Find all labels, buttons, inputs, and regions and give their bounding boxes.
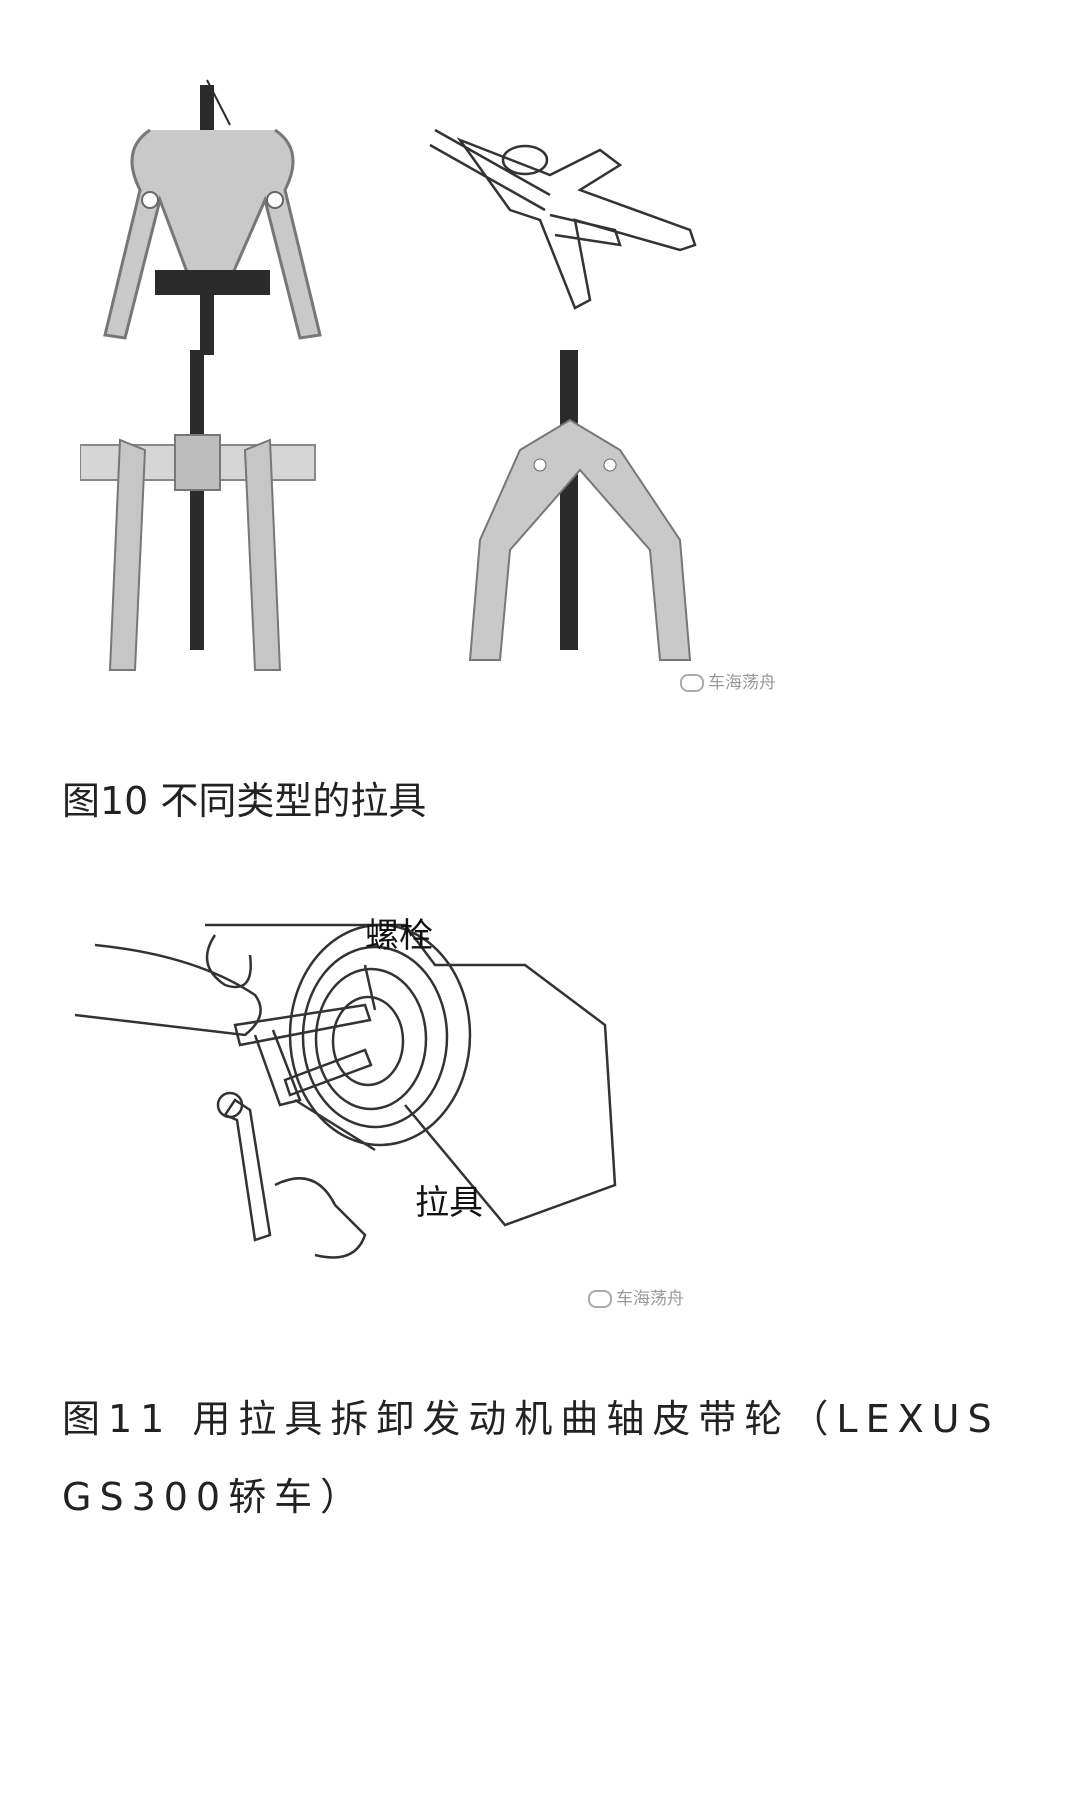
- watermark-text: 车海荡舟: [616, 1289, 684, 1309]
- pullers-figure: [80, 79, 697, 671]
- three-jaw-puller-image: [468, 350, 692, 661]
- two-jaw-puller-image: [103, 79, 322, 355]
- crossbar-puller-image: [80, 350, 316, 671]
- wechat-icon: [588, 1290, 612, 1308]
- line-drawing-puller-image: [429, 128, 697, 310]
- bolt-label: 螺栓: [365, 916, 433, 956]
- figure-10-caption: 图10 不同类型的拉具: [62, 779, 427, 823]
- watermark-text: 车海荡舟: [708, 673, 776, 693]
- wechat-icon: [680, 674, 704, 692]
- pulley-removal-figure: [75, 923, 617, 1259]
- watermark-1: 车海荡舟: [680, 668, 776, 693]
- puller-label: 拉具: [415, 1183, 483, 1223]
- figure-11-caption: 图11 用拉具拆卸发动机曲轴皮带轮（LEXUS GS300轿车）: [62, 1397, 1000, 1519]
- watermark-2: 车海荡舟: [588, 1284, 684, 1309]
